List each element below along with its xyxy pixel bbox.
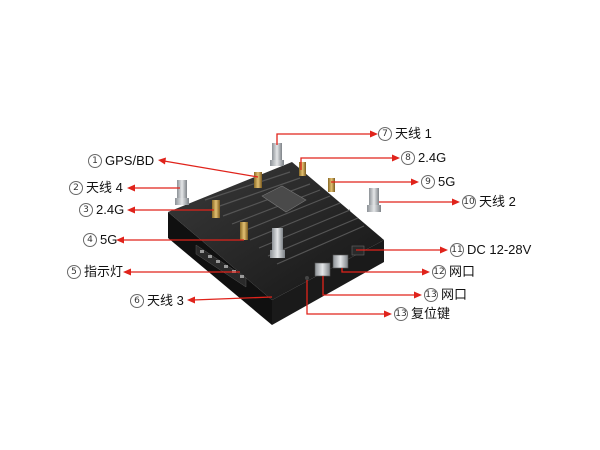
callout-antenna-1: 7 天线 1 bbox=[378, 126, 432, 142]
callout-text: 网口 bbox=[441, 287, 468, 302]
callout-number: 11 bbox=[450, 243, 464, 257]
callout-text: 复位键 bbox=[411, 306, 451, 321]
callout-text: 2.4G bbox=[418, 150, 447, 165]
leader-12 bbox=[341, 268, 424, 273]
ethernet-port-2 bbox=[332, 254, 349, 269]
callout-text: 天线 2 bbox=[479, 194, 516, 209]
leader-6 bbox=[192, 296, 273, 301]
callout-number: 9 bbox=[421, 175, 435, 189]
sma-2.4g-right bbox=[299, 162, 306, 176]
leader-arrowheads bbox=[116, 130, 460, 318]
callout-2.4g-left: 3 2.4G bbox=[79, 202, 124, 218]
callout-number: 12 bbox=[432, 265, 446, 279]
callout-text: 5G bbox=[100, 232, 118, 247]
callout-antenna-4: 2 天线 4 bbox=[69, 180, 123, 196]
antenna-3-connector bbox=[270, 228, 285, 258]
sma-5g-left bbox=[240, 222, 248, 240]
callout-number: 1 bbox=[88, 154, 102, 168]
callout-number: 3 bbox=[79, 203, 93, 217]
callout-gps-bd: 1 GPS/BD bbox=[88, 153, 154, 169]
callout-text: 天线 3 bbox=[147, 293, 184, 308]
leader-8 bbox=[300, 157, 394, 170]
callout-antenna-2: 10 天线 2 bbox=[462, 194, 516, 210]
device-base-right bbox=[272, 240, 384, 325]
leader-13a bbox=[322, 276, 416, 296]
callout-5g-right: 9 5G bbox=[421, 174, 455, 190]
top-label-plate bbox=[261, 185, 307, 213]
antenna-1-connector bbox=[270, 143, 284, 166]
callout-number: 13 bbox=[394, 307, 408, 321]
callout-antenna-3: 6 天线 3 bbox=[130, 293, 184, 309]
leader-lines bbox=[122, 133, 454, 315]
heatsink-fins bbox=[204, 171, 365, 265]
callout-text: 指示灯 bbox=[84, 264, 124, 279]
sma-5g-right bbox=[328, 178, 335, 192]
callout-number: 7 bbox=[378, 127, 392, 141]
callout-number: 5 bbox=[67, 265, 81, 279]
antenna-4-connector bbox=[175, 180, 189, 205]
callout-indicator: 5 指示灯 bbox=[67, 264, 123, 280]
leader-7 bbox=[276, 133, 372, 145]
callout-text: 天线 1 bbox=[395, 126, 432, 141]
sma-2.4g-left bbox=[212, 200, 220, 218]
antenna-connectors bbox=[175, 143, 381, 258]
gps-connector bbox=[254, 172, 262, 188]
callout-text: 2.4G bbox=[96, 202, 125, 217]
leader-1 bbox=[163, 160, 259, 178]
callout-reset: 13 复位键 bbox=[394, 306, 450, 322]
callout-number: 4 bbox=[83, 233, 97, 247]
callout-number: 2 bbox=[69, 181, 83, 195]
callout-ethernet-2: 13 网口 bbox=[424, 287, 467, 303]
callout-5g-left: 4 5G bbox=[83, 232, 117, 248]
callout-dc-power: 11 DC 12-28V bbox=[450, 242, 531, 258]
leader-13b bbox=[306, 280, 386, 315]
callout-text: 网口 bbox=[449, 264, 476, 279]
callout-number: 8 bbox=[401, 151, 415, 165]
callout-text: 天线 4 bbox=[86, 180, 123, 195]
callout-ethernet-1: 12 网口 bbox=[432, 264, 475, 280]
reset-button-hole bbox=[305, 276, 309, 280]
callout-text: GPS/BD bbox=[105, 153, 155, 168]
callout-2.4g-right: 8 2.4G bbox=[401, 150, 446, 166]
antenna-2-connector bbox=[367, 188, 381, 212]
callout-number: 10 bbox=[462, 195, 476, 209]
callout-number: 13 bbox=[424, 288, 438, 302]
callout-number: 6 bbox=[130, 294, 144, 308]
callout-text: 5G bbox=[438, 174, 456, 189]
callout-text: DC 12-28V bbox=[467, 242, 532, 257]
ethernet-port-1 bbox=[314, 262, 331, 277]
